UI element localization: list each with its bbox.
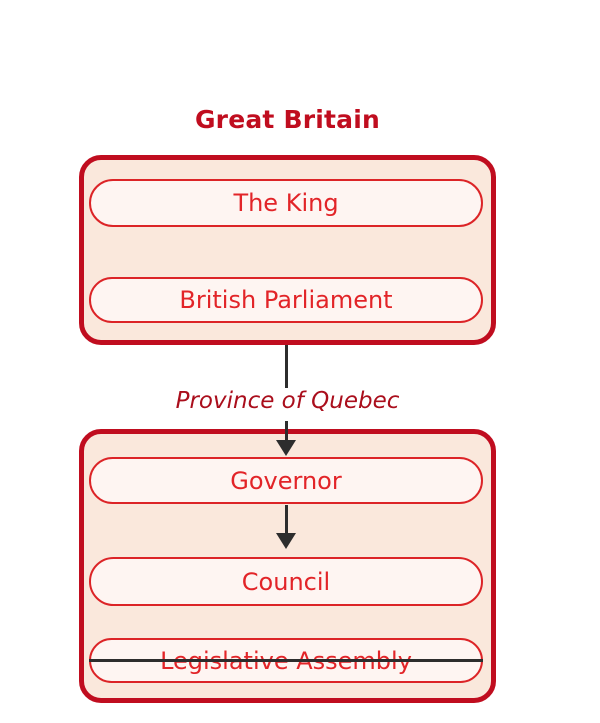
node-council: Council	[89, 557, 483, 606]
node-label: Governor	[230, 466, 342, 495]
node-label: Council	[241, 567, 331, 596]
great-britain-box: The King British Parliament	[79, 155, 496, 345]
down-arrowhead-icon	[276, 533, 296, 549]
strikethrough-line	[89, 659, 483, 662]
node-legislative-assembly: Legislative Assembly	[89, 638, 483, 683]
connector-parliament-to-governor-lower	[285, 421, 288, 442]
node-the-king: The King	[89, 179, 483, 227]
node-british-parliament: British Parliament	[89, 277, 483, 323]
node-label: The King	[233, 189, 339, 217]
province-of-quebec-label: Province of Quebec	[175, 388, 400, 414]
province-of-quebec-box: Governor Council Legislative Assembly	[79, 429, 496, 703]
connector-parliament-to-governor-upper	[285, 345, 288, 388]
connector-governor-to-council	[285, 505, 288, 534]
down-arrowhead-icon	[276, 440, 296, 456]
node-label: British Parliament	[179, 286, 393, 314]
great-britain-title: Great Britain	[194, 105, 381, 134]
node-governor: Governor	[89, 457, 483, 504]
